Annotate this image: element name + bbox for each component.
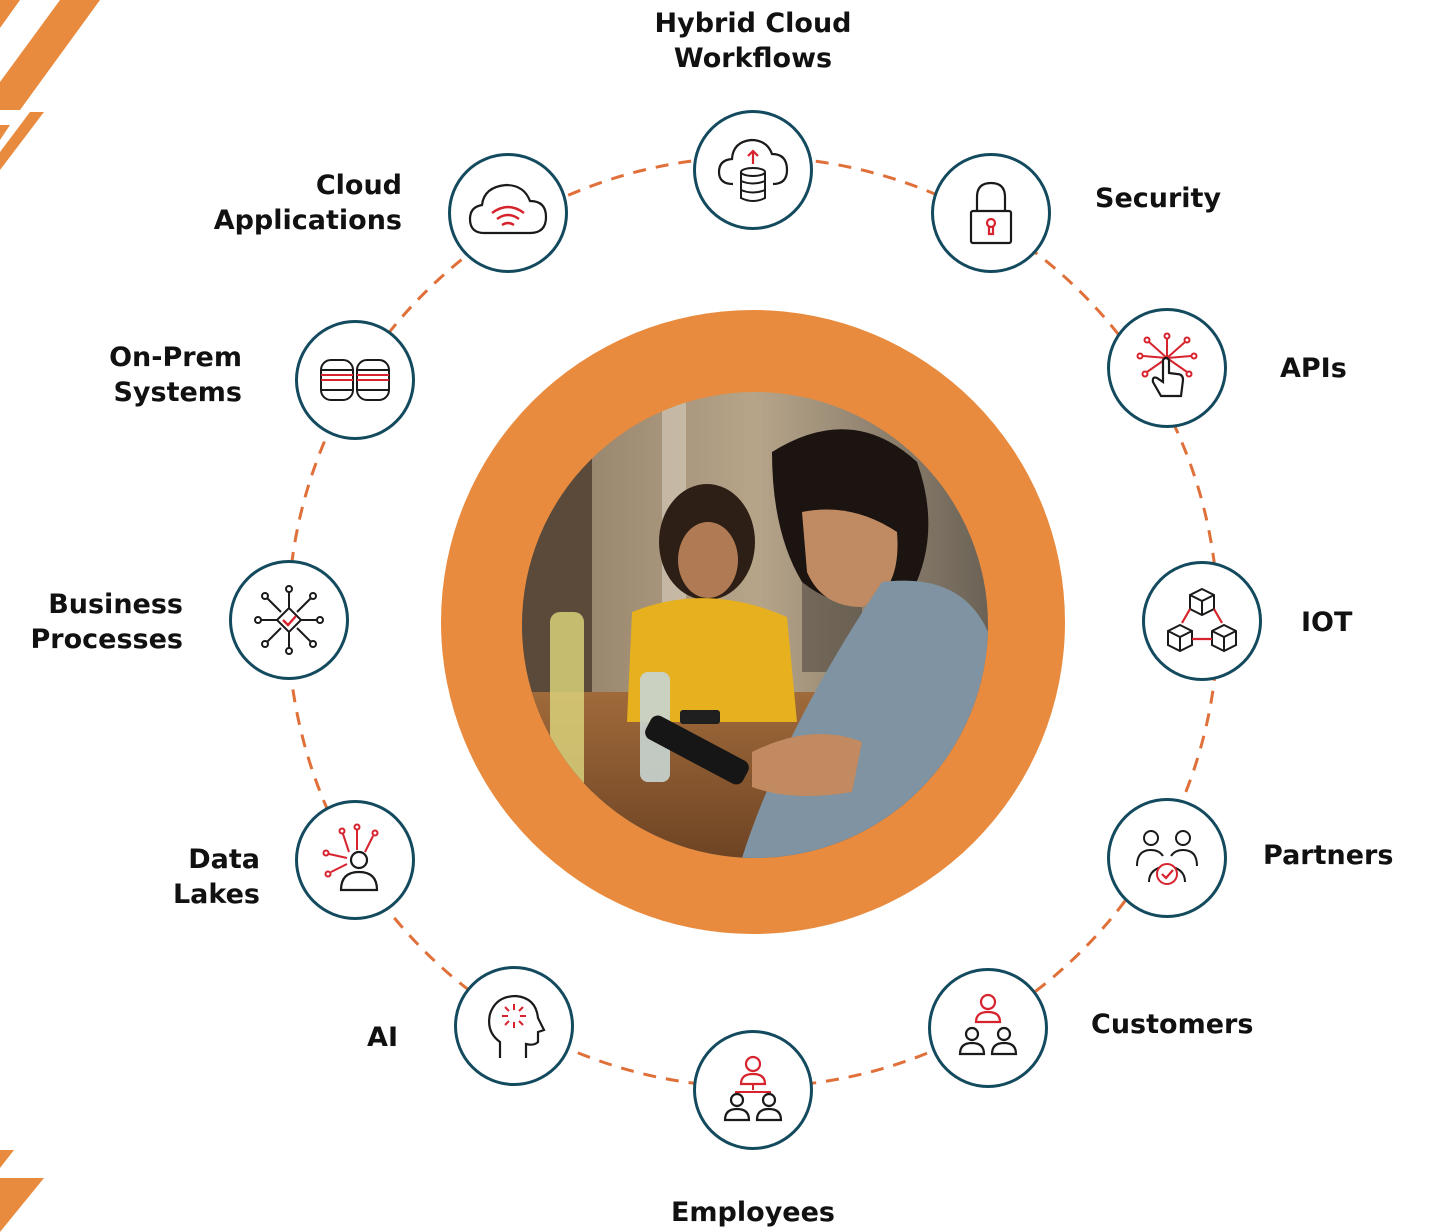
label-on-prem-systems: On-Prem Systems: [109, 342, 242, 408]
label-employees: Employees: [670, 1197, 835, 1228]
node-security: [931, 153, 1051, 273]
label-business-processes: Business Processes: [30, 589, 184, 655]
people-hierarchy-icon: [958, 993, 1018, 1056]
node-apis: [1107, 308, 1227, 428]
label-hybrid-cloud-workflows: Hybrid Cloud Workflows: [654, 8, 852, 74]
label-iot: IOT: [1301, 607, 1353, 638]
process-hub-icon: [254, 585, 324, 655]
team-hierarchy-icon: [723, 1055, 783, 1122]
corner-stripes-bottom: [0, 1150, 44, 1232]
label-apis: APIs: [1280, 353, 1347, 384]
node-ai: [454, 966, 574, 1086]
corner-stripes-top: [0, 0, 100, 170]
label-security: Security: [1095, 183, 1222, 214]
node-employees: [693, 1030, 813, 1150]
cloud-wifi-icon: [468, 183, 548, 235]
node-partners: [1107, 798, 1227, 918]
cloud-database-icon: [717, 138, 789, 202]
node-cloud-applications: [448, 153, 568, 273]
servers-icon: [320, 359, 390, 401]
node-iot: [1142, 561, 1262, 681]
center-photo: [522, 392, 988, 858]
node-customers: [928, 968, 1048, 1088]
node-hybrid-cloud-workflows: [693, 110, 813, 230]
label-customers: Customers: [1091, 1009, 1254, 1040]
label-data-lakes: Data Lakes: [172, 844, 260, 910]
people-check-icon: [1136, 830, 1198, 885]
label-ai: AI: [367, 1022, 398, 1053]
connected-cubes-icon: [1167, 587, 1237, 653]
label-partners: Partners: [1263, 840, 1394, 871]
person-data-icon: [322, 823, 379, 892]
touch-network-icon: [1136, 332, 1198, 398]
padlock-icon: [969, 181, 1013, 245]
label-cloud-applications: Cloud Applications: [213, 170, 402, 236]
node-data-lakes: [295, 800, 415, 920]
head-brain-icon: [488, 994, 546, 1058]
node-business-processes: [229, 560, 349, 680]
node-on-prem-systems: [295, 320, 415, 440]
